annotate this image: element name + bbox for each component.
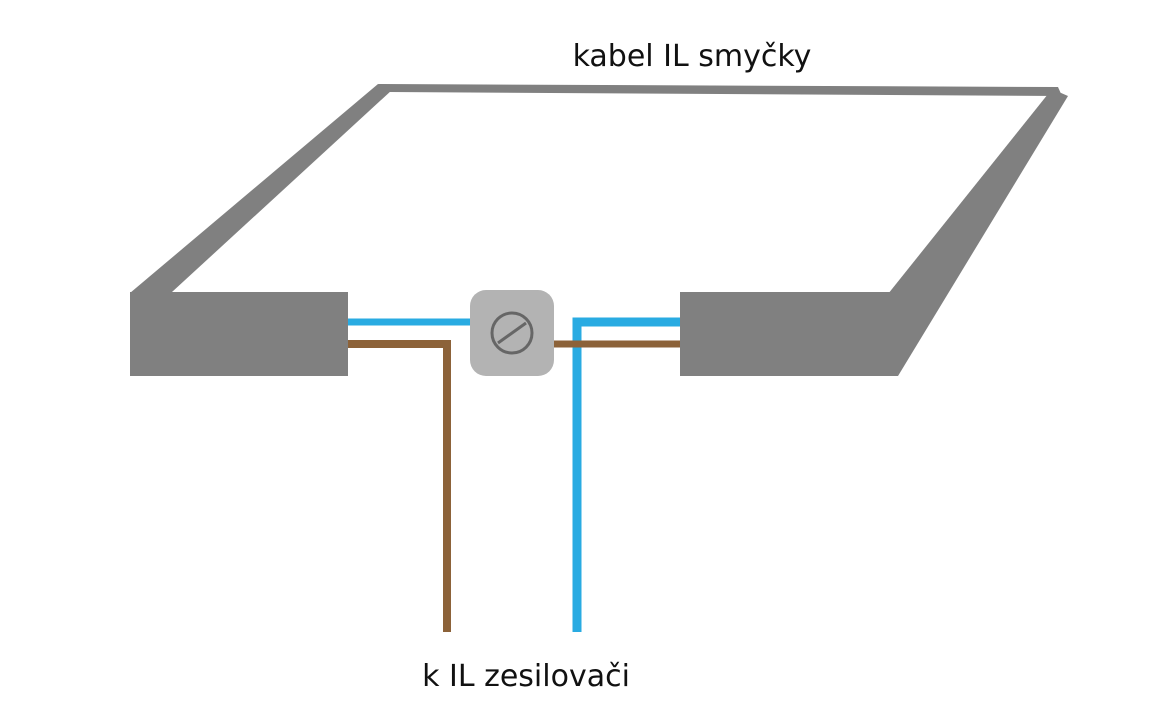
brown-wire-left bbox=[348, 340, 451, 632]
loop-cable-front-left bbox=[130, 292, 348, 376]
top-label: kabel IL smyčky bbox=[573, 39, 812, 74]
loop-cable-back-edge bbox=[378, 84, 1062, 96]
terminal-connector bbox=[470, 290, 554, 376]
loop-cable-front-right bbox=[680, 292, 898, 376]
brown-wire bbox=[348, 340, 680, 632]
blue-wire-right bbox=[572, 317, 680, 632]
bottom-label: k IL zesilovači bbox=[422, 659, 630, 694]
blue-wire bbox=[348, 317, 680, 632]
loop-cable-right-side bbox=[888, 89, 1068, 376]
terminal-screw-icon bbox=[490, 311, 534, 355]
loop-cable bbox=[130, 84, 1068, 376]
loop-cable-left-side bbox=[130, 84, 392, 293]
